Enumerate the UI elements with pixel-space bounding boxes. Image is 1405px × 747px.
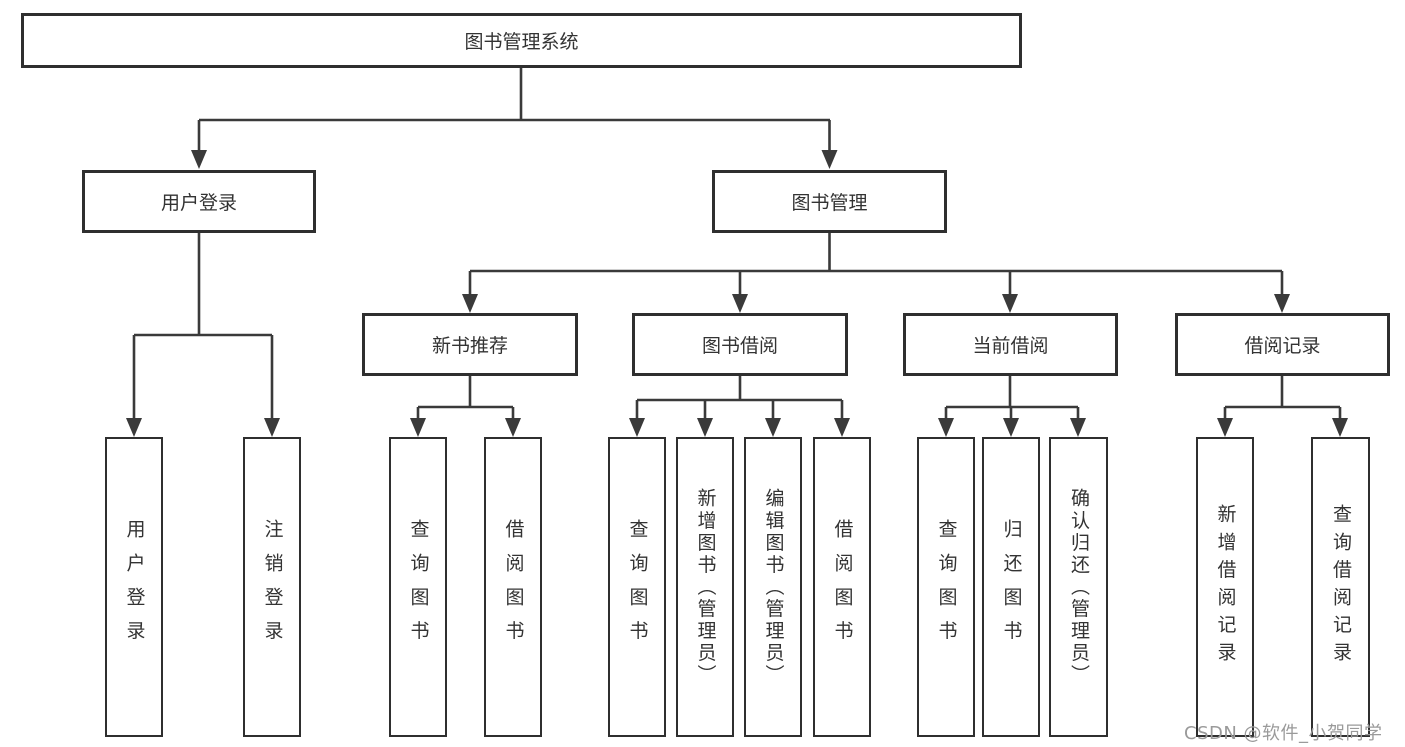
arrowhead-icon bbox=[1002, 294, 1018, 313]
leaf-query-borrow-record: 查询借阅记录 bbox=[1311, 437, 1370, 737]
leaf-add-borrow-record-label: 新增借阅记录 bbox=[1214, 504, 1237, 670]
edge-borrow-children bbox=[635, 376, 844, 419]
arrowhead-icon bbox=[821, 150, 838, 169]
leaf-query-borrow-record-label: 查询借阅记录 bbox=[1330, 504, 1352, 670]
leaf-return-books-label: 归还图书 bbox=[1000, 519, 1023, 655]
leaf-add-borrow-record: 新增借阅记录 bbox=[1196, 437, 1254, 737]
arrowhead-icon bbox=[462, 294, 478, 313]
arrowhead-icon bbox=[191, 150, 207, 169]
arrowhead-icon bbox=[834, 418, 850, 437]
arrowhead-icon bbox=[765, 418, 781, 437]
arrowhead-icon bbox=[938, 418, 954, 437]
arrowhead-icon bbox=[264, 418, 280, 437]
edge-book-management-children bbox=[468, 233, 1284, 295]
leaf-borrow-books: 借阅图书 bbox=[813, 437, 871, 737]
leaf-add-books-admin: 新增图书（管理员） bbox=[676, 437, 734, 737]
leaf-confirm-return-admin: 确认归还（管理员） bbox=[1049, 437, 1108, 737]
node-user-login-label: 用户登录 bbox=[160, 192, 237, 214]
arrowhead-icon bbox=[697, 418, 713, 437]
leaf-logout-label: 注销登录 bbox=[261, 519, 284, 655]
arrowhead-icon bbox=[629, 418, 645, 437]
watermark: CSDN @软件_小贺同学 bbox=[1184, 723, 1383, 744]
node-root-label: 图书管理系统 bbox=[464, 31, 579, 53]
node-new-book-recommend-label: 新书推荐 bbox=[431, 335, 508, 357]
arrowhead-icon bbox=[1274, 294, 1290, 313]
leaf-edit-books-admin: 编辑图书（管理员） bbox=[744, 437, 802, 737]
node-book-management: 图书管理 bbox=[712, 170, 947, 233]
leaf-current-query-books: 查询图书 bbox=[917, 437, 975, 737]
edge-records-children bbox=[1223, 376, 1342, 419]
node-borrow-records-label: 借阅记录 bbox=[1244, 335, 1321, 357]
arrowhead-icon bbox=[126, 418, 142, 437]
node-current-borrow-label: 当前借阅 bbox=[972, 335, 1049, 357]
leaf-user-login-label: 用户登录 bbox=[123, 519, 146, 655]
leaf-borrow-query-books-label: 查询图书 bbox=[626, 519, 649, 655]
leaf-recommend-borrow-books: 借阅图书 bbox=[484, 437, 542, 737]
leaf-edit-books-admin-label: 编辑图书（管理员） bbox=[762, 487, 785, 687]
leaf-recommend-borrow-books-label: 借阅图书 bbox=[502, 519, 525, 655]
node-borrow-records: 借阅记录 bbox=[1175, 313, 1390, 376]
edge-user-login-children bbox=[132, 233, 274, 419]
leaf-user-login: 用户登录 bbox=[105, 437, 163, 737]
leaf-current-query-books-label: 查询图书 bbox=[935, 519, 958, 655]
leaf-logout: 注销登录 bbox=[243, 437, 301, 737]
arrowhead-icon bbox=[1003, 418, 1019, 437]
node-root: 图书管理系统 bbox=[21, 13, 1022, 68]
leaf-recommend-query-books-label: 查询图书 bbox=[407, 519, 430, 655]
leaf-borrow-books-label: 借阅图书 bbox=[831, 519, 854, 655]
arrowhead-icon bbox=[1070, 418, 1086, 437]
arrowhead-icon bbox=[410, 418, 426, 437]
leaf-add-books-admin-label: 新增图书（管理员） bbox=[694, 487, 717, 687]
node-book-management-label: 图书管理 bbox=[791, 192, 868, 214]
edge-root-to-level2 bbox=[197, 68, 831, 151]
arrowhead-icon bbox=[1332, 418, 1348, 437]
edge-recommend-children bbox=[416, 376, 515, 419]
node-book-borrow: 图书借阅 bbox=[632, 313, 848, 376]
arrowhead-icon bbox=[505, 418, 521, 437]
leaf-recommend-query-books: 查询图书 bbox=[389, 437, 447, 737]
arrowhead-icon bbox=[1217, 418, 1233, 437]
leaf-borrow-query-books: 查询图书 bbox=[608, 437, 666, 737]
arrowhead-icon bbox=[732, 294, 748, 313]
leaf-return-books: 归还图书 bbox=[982, 437, 1040, 737]
node-book-borrow-label: 图书借阅 bbox=[701, 335, 778, 357]
node-user-login: 用户登录 bbox=[82, 170, 316, 233]
leaf-confirm-return-admin-label: 确认归还（管理员） bbox=[1068, 487, 1090, 687]
node-current-borrow: 当前借阅 bbox=[903, 313, 1118, 376]
edge-current-children bbox=[944, 376, 1080, 419]
node-new-book-recommend: 新书推荐 bbox=[362, 313, 578, 376]
